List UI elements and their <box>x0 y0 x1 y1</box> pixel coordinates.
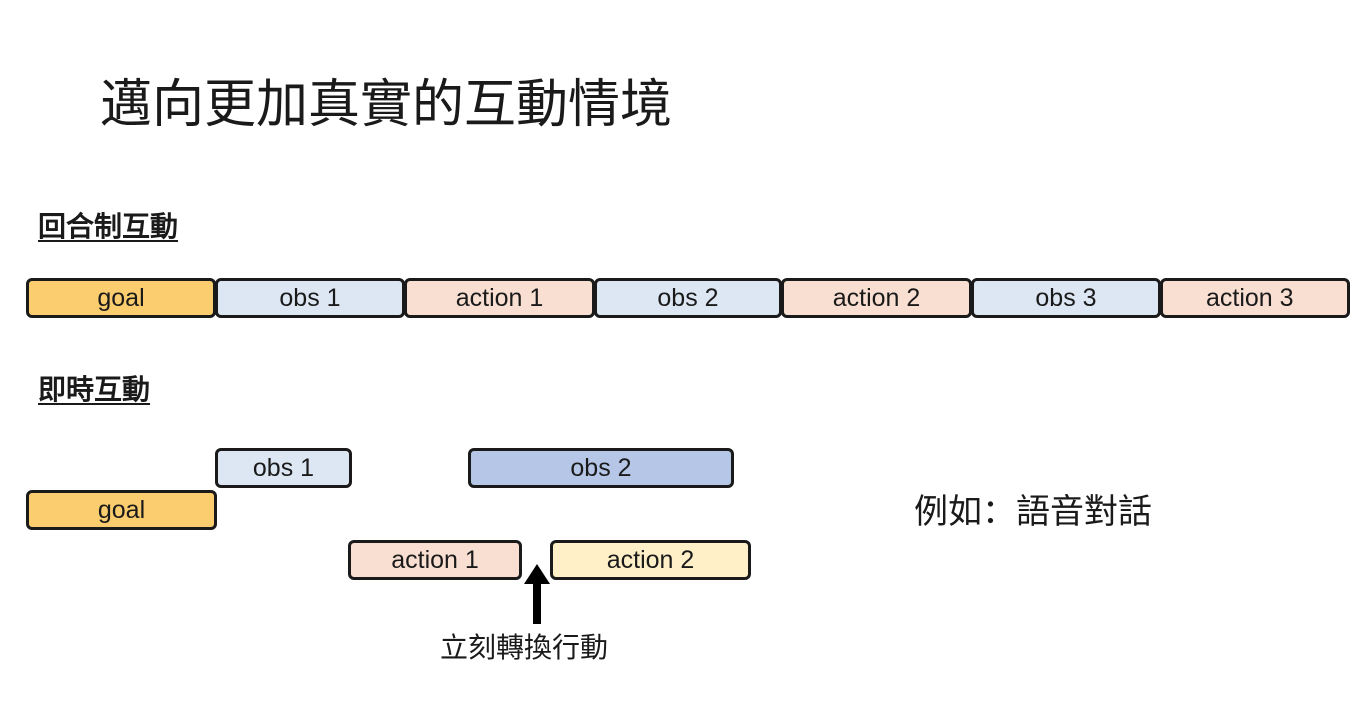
turn-obs-3-block: obs 3 <box>971 278 1161 318</box>
arrow-caption: 立刻轉換行動 <box>440 631 609 664</box>
realtime-goal-block: goal <box>26 490 217 530</box>
turn-based-label: 回合制互動 <box>38 210 179 243</box>
realtime-label: 即時互動 <box>38 373 151 406</box>
turn-obs-1-block: obs 1 <box>215 278 405 318</box>
realtime-obs-2-block: obs 2 <box>468 448 734 488</box>
up-arrow-icon <box>524 564 550 624</box>
example-note: 例如：語音對話 <box>914 492 1152 532</box>
slide: 邁向更加真實的互動情境 回合制互動 goal obs 1 action 1 ob… <box>26 75 1350 664</box>
turn-action-1-block: action 1 <box>404 278 595 318</box>
realtime-action-1-block: action 1 <box>348 540 522 580</box>
turn-action-3-block: action 3 <box>1160 278 1350 318</box>
slide-title: 邁向更加真實的互動情境 <box>100 75 673 135</box>
turn-action-2-block: action 2 <box>781 278 972 318</box>
turn-goal-block: goal <box>26 278 216 318</box>
realtime-action-2-block: action 2 <box>550 540 751 580</box>
realtime-obs-1-block: obs 1 <box>215 448 352 488</box>
turn-obs-2-block: obs 2 <box>594 278 782 318</box>
